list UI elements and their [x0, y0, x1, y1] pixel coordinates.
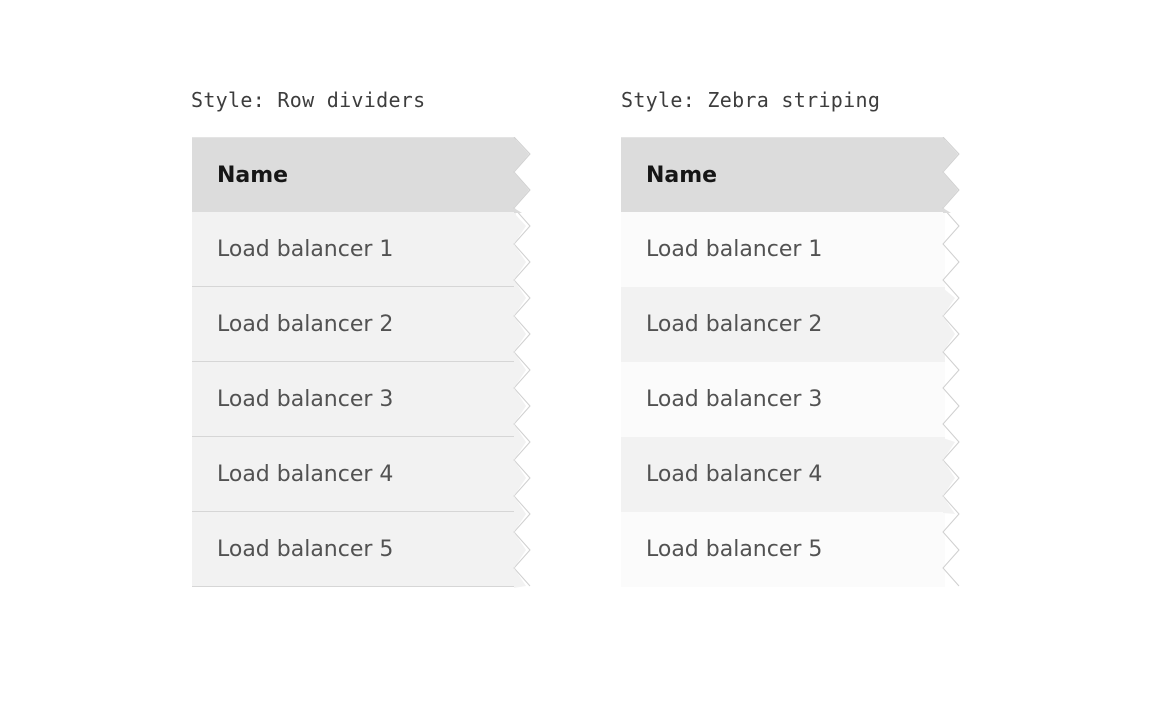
data-table: Name Load balancer 1 Load balancer 2 Loa… — [621, 137, 945, 587]
header-label: Name — [217, 162, 289, 188]
cell-name: Load balancer 5 — [646, 537, 823, 562]
header-label: Name — [646, 162, 718, 188]
table-row[interactable]: Load balancer 1 — [621, 212, 945, 287]
cell-name: Load balancer 3 — [646, 387, 823, 412]
table-row[interactable]: Load balancer 1 — [192, 212, 516, 287]
cell-name: Load balancer 3 — [217, 386, 394, 412]
cell-name: Load balancer 2 — [217, 311, 394, 337]
zebra-striping-table-example: Name Load balancer 1 Load balancer 2 Loa… — [621, 137, 961, 589]
zebra-striping-caption: Style: Zebra striping — [621, 88, 881, 112]
cell-name: Load balancer 1 — [646, 237, 823, 262]
table-row[interactable]: Load balancer 3 — [621, 362, 945, 437]
table-row[interactable]: Load balancer 3 — [192, 362, 516, 437]
row-dividers-table-example: Name Load balancer 1 Load balancer 2 Loa… — [192, 137, 532, 589]
table-row[interactable]: Load balancer 4 — [192, 437, 516, 512]
cell-name: Load balancer 2 — [646, 312, 823, 337]
table-row[interactable]: Load balancer 5 — [192, 512, 516, 587]
table-row[interactable]: Load balancer 2 — [621, 287, 945, 362]
table-header-name[interactable]: Name — [192, 137, 516, 212]
cell-name: Load balancer 1 — [217, 236, 394, 262]
table-row[interactable]: Load balancer 4 — [621, 437, 945, 512]
cell-name: Load balancer 4 — [646, 462, 823, 487]
row-dividers-caption: Style: Row dividers — [191, 88, 426, 112]
cell-name: Load balancer 4 — [217, 461, 394, 487]
table-row[interactable]: Load balancer 2 — [192, 287, 516, 362]
cell-name: Load balancer 5 — [217, 536, 394, 562]
data-table: Name Load balancer 1 Load balancer 2 Loa… — [192, 137, 516, 587]
table-row[interactable]: Load balancer 5 — [621, 512, 945, 587]
table-header-name[interactable]: Name — [621, 137, 945, 212]
